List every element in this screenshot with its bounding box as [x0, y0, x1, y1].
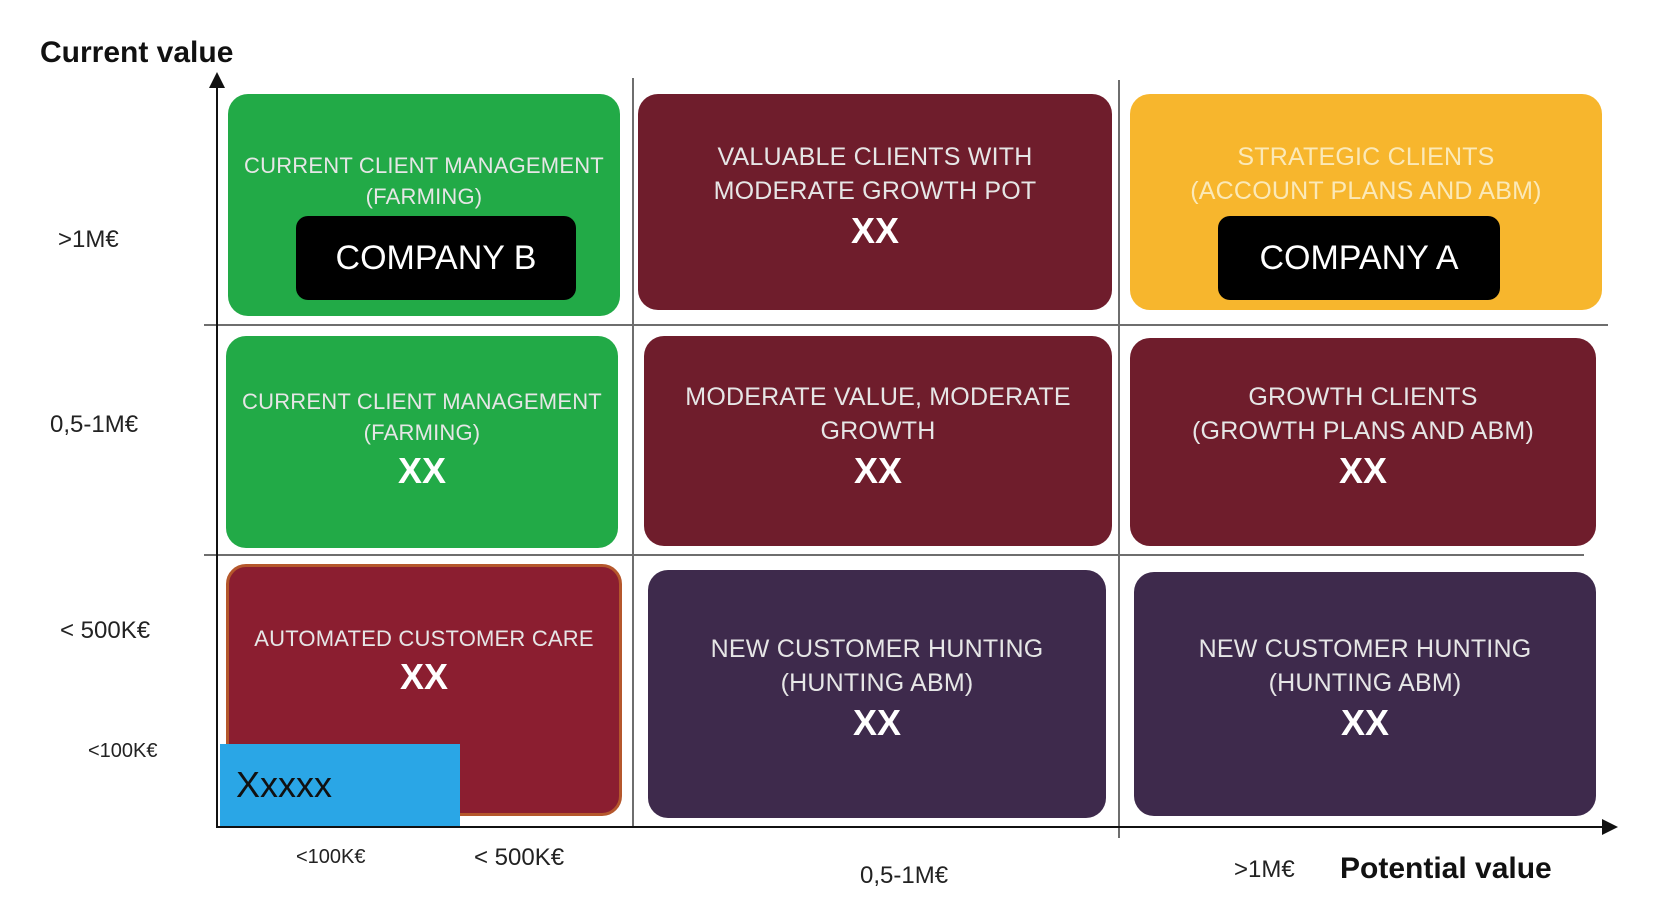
company-a-badge: COMPANY A — [1218, 216, 1500, 300]
cell-title-line-1: STRATEGIC CLIENTS — [1237, 143, 1495, 171]
cell-new-customer-hunting-right: NEW CUSTOMER HUNTING (HUNTING ABM) XX — [1134, 572, 1596, 816]
y-label-below-100k: <100K€ — [88, 740, 158, 762]
cell-value: XX — [399, 656, 449, 697]
cell-value: XX — [850, 210, 900, 251]
y-label-above-1m: >1M€ — [58, 226, 119, 253]
cell-title-line-1: VALUABLE CLIENTS WITH — [717, 143, 1033, 171]
cell-title-line-2: MODERATE GROWTH POT — [713, 177, 1037, 205]
x-axis-line — [216, 826, 1602, 828]
y-axis-title: Current value — [40, 36, 234, 69]
cell-title-line-1: NEW CUSTOMER HUNTING — [710, 635, 1044, 663]
cell-title-line-1: GROWTH CLIENTS — [1248, 383, 1478, 411]
cell-moderate-value: MODERATE VALUE, MODERATE GROWTH XX — [644, 336, 1112, 546]
x-label-below-100k: <100K€ — [296, 846, 366, 868]
cell-title-line-2: (ACCOUNT PLANS AND ABM) — [1190, 177, 1542, 205]
x-label-0-5-1m: 0,5-1M€ — [860, 862, 949, 889]
cell-title-line-1: NEW CUSTOMER HUNTING — [1198, 635, 1532, 663]
cell-growth-clients: GROWTH CLIENTS (GROWTH PLANS AND ABM) XX — [1130, 338, 1596, 546]
cell-current-client-management-middle: CURRENT CLIENT MANAGEMENT (FARMING) XX — [226, 336, 618, 548]
y-label-0-5-1m: 0,5-1M€ — [50, 411, 139, 438]
small-segment-box: Xxxxx — [220, 744, 460, 826]
cell-title-line-2: (HUNTING ABM) — [780, 669, 974, 697]
cell-title-line-2: (FARMING) — [365, 184, 483, 209]
company-b-badge: COMPANY B — [296, 216, 576, 300]
cell-value: XX — [1338, 450, 1388, 491]
cell-title-line-2: (HUNTING ABM) — [1268, 669, 1462, 697]
y-axis-line — [216, 88, 218, 828]
cell-title-line-2: (GROWTH PLANS AND ABM) — [1192, 417, 1534, 445]
cell-value: XX — [852, 702, 902, 743]
grid-line-horizontal-middle — [204, 554, 1584, 556]
y-label-below-500k: < 500K€ — [60, 617, 151, 644]
cell-value: XX — [1340, 702, 1390, 743]
x-axis-title: Potential value — [1340, 852, 1552, 885]
cell-title-line-1: AUTOMATED CUSTOMER CARE — [254, 626, 594, 651]
cell-title-line-2: GROWTH — [820, 417, 936, 445]
cell-title-line-1: CURRENT CLIENT MANAGEMENT — [244, 153, 604, 178]
grid-line-vertical-left — [632, 78, 634, 826]
cell-new-customer-hunting-mid: NEW CUSTOMER HUNTING (HUNTING ABM) XX — [648, 570, 1106, 818]
grid-line-horizontal-top — [204, 324, 1608, 326]
cell-value: XX — [853, 450, 903, 491]
x-axis-arrow — [1602, 819, 1618, 835]
cell-value: XX — [397, 450, 447, 491]
y-axis-arrow — [209, 72, 225, 88]
cell-strategic-clients: STRATEGIC CLIENTS (ACCOUNT PLANS AND ABM… — [1130, 94, 1602, 310]
cell-title-line-1: CURRENT CLIENT MANAGEMENT — [242, 389, 602, 414]
x-label-above-1m: >1M€ — [1234, 856, 1295, 883]
cell-valuable-clients: VALUABLE CLIENTS WITH MODERATE GROWTH PO… — [638, 94, 1112, 310]
grid-line-vertical-right — [1118, 80, 1120, 838]
x-label-below-500k: < 500K€ — [474, 844, 565, 871]
cell-title-line-2: (FARMING) — [363, 420, 481, 445]
cell-title-line-1: MODERATE VALUE, MODERATE — [685, 383, 1071, 411]
